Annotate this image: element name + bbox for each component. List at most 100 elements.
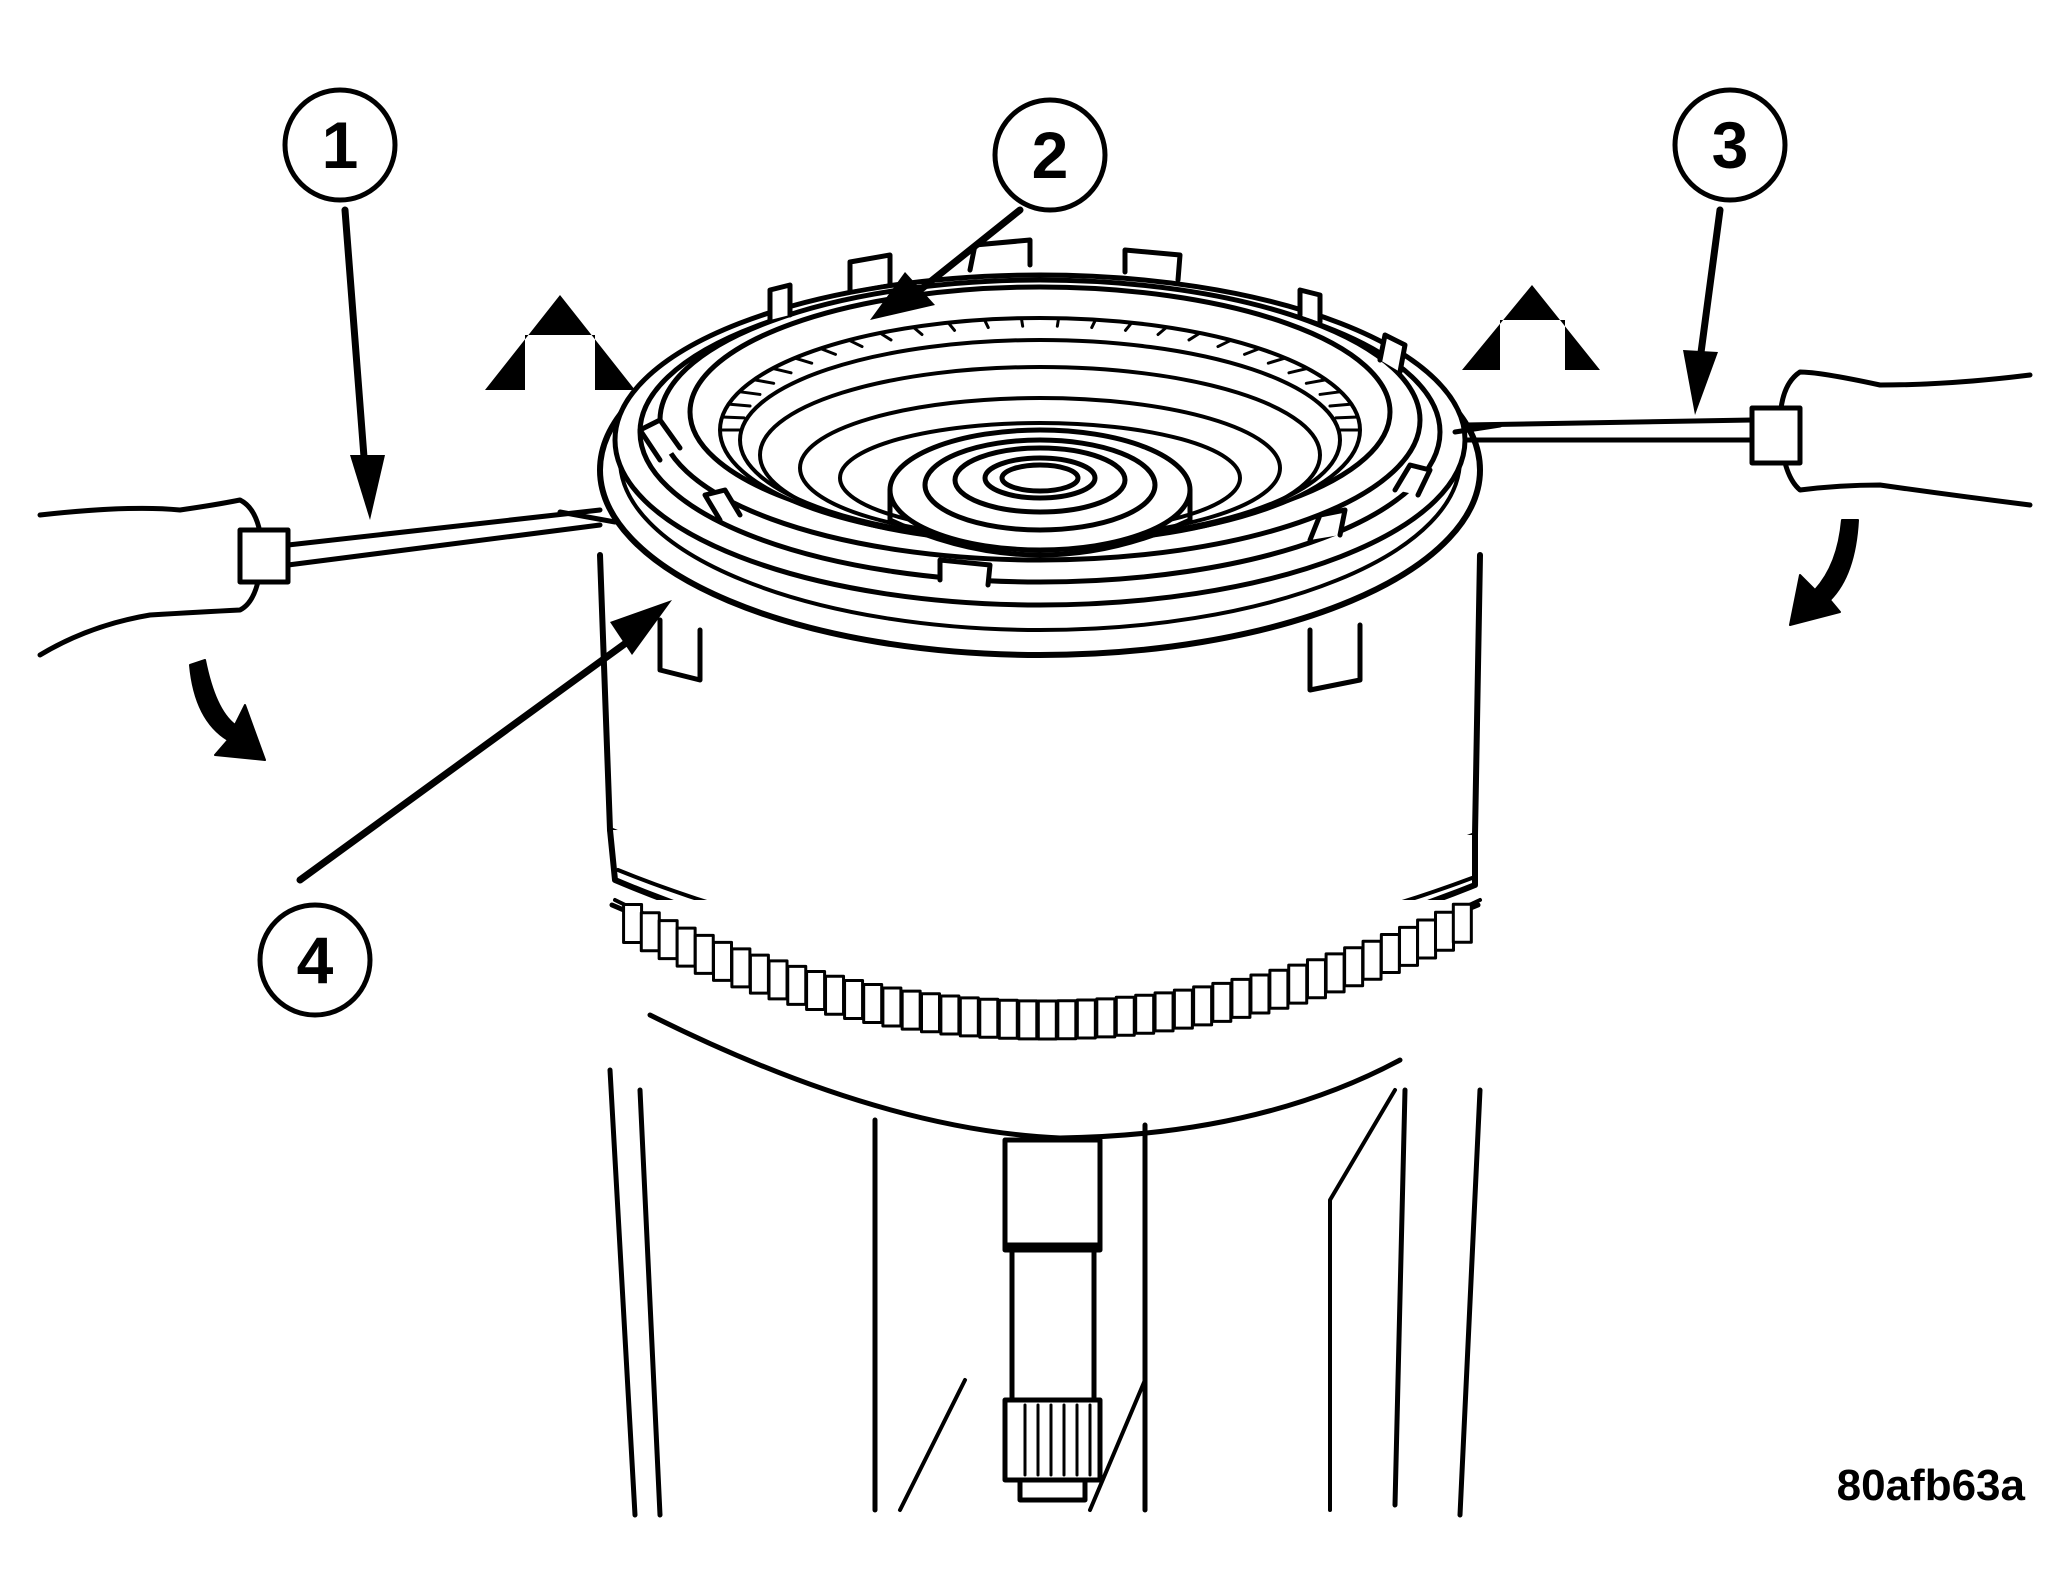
shaft-splines xyxy=(1023,1403,1092,1477)
left-screwdriver xyxy=(37,497,618,658)
gear-tooth xyxy=(1416,918,1438,960)
right-screwdriver xyxy=(1452,369,2033,508)
gear-tooth xyxy=(1287,963,1309,1005)
lift-arrow-right xyxy=(1462,285,1600,370)
gear-tooth xyxy=(767,959,789,1001)
spline-tooth xyxy=(1304,378,1328,385)
gear-teeth xyxy=(622,902,1473,1041)
housing-lugs xyxy=(657,617,1363,693)
gear-tooth xyxy=(1305,958,1327,1000)
gear-tooth xyxy=(1192,985,1214,1027)
leader-line-2 xyxy=(916,206,1024,294)
gear-tooth xyxy=(881,986,903,1028)
gear-tooth xyxy=(1434,910,1456,952)
gear-tooth xyxy=(622,902,644,944)
gear-tooth xyxy=(805,970,827,1012)
spline-tooth xyxy=(1243,347,1262,356)
gear-tooth xyxy=(1324,952,1346,994)
lift-arrow-left xyxy=(485,295,635,390)
callout-2: 2 xyxy=(992,97,1108,213)
gear-tooth xyxy=(1361,939,1383,981)
callout-3-number: 3 xyxy=(1712,108,1749,182)
spline-tooth xyxy=(1090,318,1098,330)
gear-tooth xyxy=(939,994,961,1036)
pry-arrow-left xyxy=(189,659,266,761)
leader-arrowhead-4 xyxy=(610,600,672,655)
gear-tooth xyxy=(919,992,941,1034)
spline-tooth xyxy=(1055,316,1061,328)
support-stand xyxy=(607,1067,1483,1518)
gear-tooth xyxy=(900,989,922,1031)
inner-splines xyxy=(718,316,1362,432)
gear-tooth xyxy=(712,940,734,982)
spline-tooth xyxy=(720,415,746,420)
leader-line-4 xyxy=(296,636,634,884)
gear-tooth xyxy=(693,933,715,975)
gear-tooth xyxy=(958,996,980,1038)
spline-tooth xyxy=(818,347,837,356)
gear-tooth xyxy=(1230,977,1252,1019)
figure-id: 80afb63a xyxy=(1837,1461,2026,1510)
leader-arrowhead-3 xyxy=(1683,350,1718,415)
spline-tooth xyxy=(911,325,924,337)
spline-tooth xyxy=(1287,366,1309,375)
gear-tooth xyxy=(978,997,1000,1039)
spline-tooth xyxy=(1266,356,1287,365)
spline-tooth xyxy=(1328,402,1353,408)
spline-tooth xyxy=(1216,338,1233,349)
callout-4-number: 4 xyxy=(297,923,334,997)
gear-tooth xyxy=(675,926,697,968)
output-shaft xyxy=(1002,1137,1103,1503)
gear-tooth xyxy=(843,979,865,1021)
gear-tooth xyxy=(1398,925,1420,967)
gear-tooth xyxy=(1036,999,1058,1041)
spline-tooth xyxy=(1318,390,1343,396)
spline-tooth xyxy=(1019,316,1025,328)
gear-tooth xyxy=(786,964,808,1006)
spline-tooth xyxy=(847,338,864,349)
callout-2-number: 2 xyxy=(1032,118,1069,192)
leader-arrowhead-2 xyxy=(870,272,935,320)
center-hub xyxy=(887,427,1193,558)
spline-tooth xyxy=(752,378,776,385)
spline-tooth xyxy=(946,321,957,332)
gear-tooth xyxy=(1075,998,1097,1040)
gear-tooth xyxy=(862,982,884,1024)
pry-arrow-right xyxy=(1789,519,1859,626)
spline-tooth xyxy=(737,390,762,396)
gear-tooth xyxy=(1134,993,1156,1035)
spline-tooth xyxy=(771,366,793,375)
leader-line-1 xyxy=(341,206,369,474)
gear-tooth xyxy=(1268,968,1290,1010)
spline-tooth xyxy=(982,318,990,330)
gear-tooth xyxy=(1379,932,1401,974)
spline-tooth xyxy=(793,356,814,365)
spline-tooth xyxy=(727,402,752,408)
gear-tooth xyxy=(1153,991,1175,1033)
gear-tooth xyxy=(1114,995,1136,1037)
callout-4: 4 xyxy=(257,902,373,1018)
gear-tooth xyxy=(1343,946,1365,988)
spline-tooth xyxy=(1187,331,1202,342)
gear-tooth xyxy=(1211,981,1233,1023)
spline-tooth xyxy=(1123,321,1134,332)
gear-tooth xyxy=(1249,973,1271,1015)
gear-tooth xyxy=(730,947,752,989)
callout-3: 3 xyxy=(1672,87,1788,203)
gear-tooth xyxy=(1056,999,1078,1041)
gear-tooth xyxy=(997,998,1019,1040)
gear-tooth xyxy=(657,919,679,961)
gear-tooth xyxy=(639,911,661,953)
gear-tooth xyxy=(748,953,770,995)
callout-1: 1 xyxy=(282,87,398,203)
gear-tooth xyxy=(1017,999,1039,1041)
gear-tooth xyxy=(1172,988,1194,1030)
gear-tooth xyxy=(1095,997,1117,1039)
gear-tooth xyxy=(1451,902,1473,944)
gear-tooth xyxy=(824,974,846,1016)
leader-arrowhead-1 xyxy=(350,455,385,520)
callout-1-number: 1 xyxy=(322,108,359,182)
leader-line-3 xyxy=(1696,206,1724,364)
spline-tooth xyxy=(1334,415,1360,420)
